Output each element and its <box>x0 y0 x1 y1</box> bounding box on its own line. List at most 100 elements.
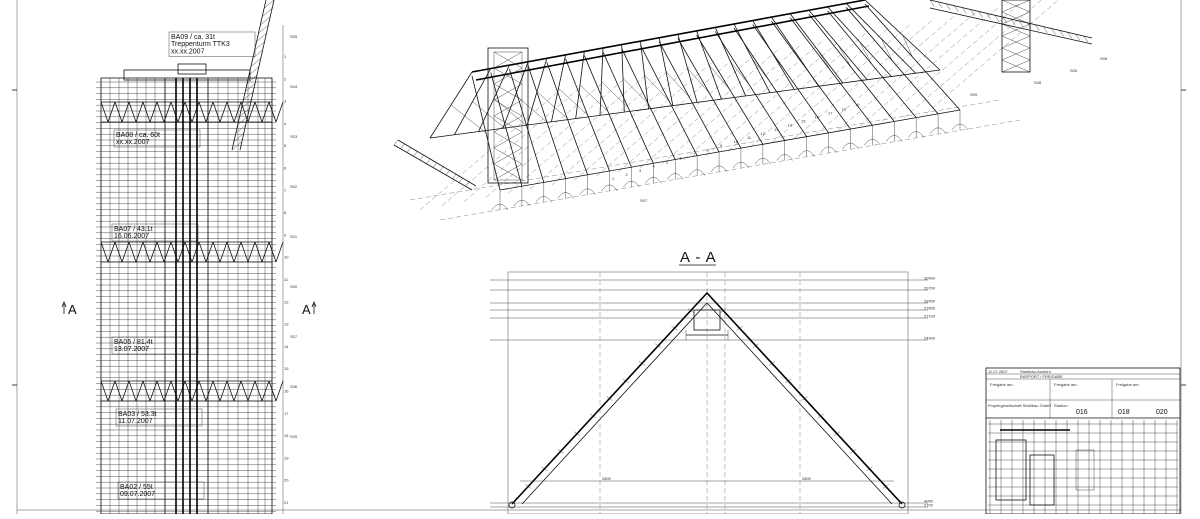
iso-frame-label: 16 <box>815 115 820 120</box>
iso-tie <box>536 91 568 119</box>
bracing-diagonal <box>233 380 242 402</box>
tb-mark: 020 <box>1156 409 1168 416</box>
bracing-diagonal <box>100 241 109 263</box>
iso-crane-lacing <box>954 5 959 12</box>
iso-crane-lacing <box>1035 24 1040 31</box>
bracing-diagonal <box>261 380 270 402</box>
support-right <box>898 501 906 509</box>
iso-frame-label: 11 <box>747 135 752 140</box>
span-dimension-right: 2800 <box>802 476 812 481</box>
tb-release-3: Freigabe am: <box>1116 382 1140 387</box>
tower-side-label: S04 <box>290 84 298 89</box>
tb-subject: Stahlbau-Ausfuhr <box>1020 369 1052 374</box>
iso-ground-line <box>507 73 649 194</box>
bracing-diagonal <box>114 241 123 263</box>
iso-arch-curve <box>776 154 793 161</box>
a-frame-bolt <box>736 326 743 331</box>
tower-level-number: 4 <box>284 121 287 126</box>
iso-tie <box>493 98 527 126</box>
iso-ground-label: S05 <box>1070 68 1078 73</box>
iso-rafter-front <box>583 55 632 168</box>
tower-level-number: 14 <box>284 344 289 349</box>
bracing-diagonal <box>254 241 263 263</box>
iso-ground-line <box>881 1 1023 122</box>
iso-crane-lacing <box>406 147 412 153</box>
tower-level-number: 15 <box>284 366 289 371</box>
iso-tower-brace <box>1001 59 1031 73</box>
boom-lacing <box>246 74 258 84</box>
iso-ridge <box>471 0 866 73</box>
tb-company: Projektgesellschaft Stahlbau GmbH <box>988 403 1051 408</box>
a-frame-bolt <box>606 396 613 401</box>
bracing-diagonal <box>205 101 214 123</box>
iso-ground-line <box>463 81 605 202</box>
iso-tower-brace <box>1001 47 1031 61</box>
iso-frame-label: 13 <box>774 127 779 132</box>
title-block-frame <box>985 367 1181 515</box>
iso-tower-brace <box>493 99 523 117</box>
iso-ground-line <box>859 5 1001 127</box>
section-a-a: A - A 3090029700284502780527100249004050… <box>490 249 936 515</box>
bracing-diagonal <box>177 241 186 263</box>
iso-ground-line <box>441 85 583 206</box>
iso-tie <box>902 34 913 58</box>
span-dimension-left: 2800 <box>602 476 612 481</box>
iso-ground-line <box>705 35 847 156</box>
iso-tie <box>579 84 608 112</box>
iso-rafter-back <box>827 6 892 77</box>
boom-lacing <box>237 116 248 126</box>
iso-ground-line <box>485 77 627 198</box>
bracing-diagonal <box>170 101 179 123</box>
iso-rafter-front <box>808 14 895 122</box>
iso-tower-brace <box>1001 11 1031 25</box>
bracing-diagonal <box>247 241 256 263</box>
a-frame-bolt <box>882 484 889 489</box>
iso-ground-label: S07 <box>640 198 648 203</box>
tower-level-number: 6 <box>284 166 287 171</box>
bracing-diagonal <box>107 241 116 263</box>
iso-ground-grid <box>409 0 1059 221</box>
tower-side-label: S02 <box>290 184 298 189</box>
tower-level-number: 10 <box>284 255 289 260</box>
a-frame-bolt <box>590 413 597 419</box>
iso-crane-lacing <box>413 151 418 157</box>
boom-lacing <box>262 8 273 17</box>
tb-release-1: Freigabe am: <box>990 382 1014 387</box>
iso-tie <box>837 44 852 68</box>
iso-arch-curve <box>491 203 509 211</box>
boom-lacing <box>250 58 261 67</box>
a-frame-bolt <box>638 361 646 366</box>
iso-crane-lacing <box>962 7 967 14</box>
boom-lacing <box>233 133 244 142</box>
bracing-diagonal <box>268 241 277 263</box>
iso-frame-label: 18 <box>842 106 847 111</box>
iso-crane-lacing <box>978 11 983 18</box>
bracing-diagonal <box>142 101 151 123</box>
iso-tie <box>859 41 873 65</box>
elevation-label: 28450 <box>924 299 936 304</box>
iso-crane-lacing <box>458 177 464 183</box>
a-frame-bolt <box>671 326 678 331</box>
iso-frame-label: 3 <box>639 168 642 173</box>
iso-tower-brace <box>1001 23 1031 37</box>
iso-frame-label: 10 <box>734 139 739 144</box>
build-stage-line: BA06 / 81.4t <box>114 339 153 346</box>
iso-stair-tower-left <box>487 47 529 184</box>
tower-grid <box>96 78 276 514</box>
iso-tie <box>622 78 649 105</box>
iso-arch-curve <box>842 142 859 150</box>
iso-tower-brace <box>493 115 523 133</box>
section-elevation-lines <box>490 279 928 508</box>
bracing-diagonal <box>205 241 214 263</box>
build-stage-line: BA09 / ca. 31t <box>171 34 215 41</box>
section-marker-left: A <box>61 300 77 317</box>
bracing-diagonal <box>275 380 284 402</box>
build-stage-box <box>113 129 201 148</box>
bracing-diagonal <box>135 380 144 402</box>
boom-lacing <box>252 49 263 59</box>
